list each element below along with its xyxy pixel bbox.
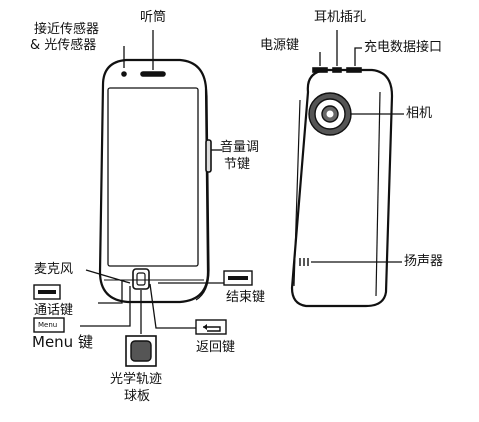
leader-lines <box>80 30 404 334</box>
light-sensor-label: & 光传感器 <box>30 38 97 53</box>
volume-key <box>205 139 212 173</box>
headphone-jack-port <box>332 67 342 73</box>
speaker-label: 扬声器 <box>404 254 444 269</box>
trackball-label-line2: 球板 <box>124 389 151 404</box>
front-phone <box>98 58 212 304</box>
earpiece-slot <box>140 71 166 77</box>
proximity-sensor-label: 接近传感器 <box>34 22 100 37</box>
call-key-icon <box>33 284 61 300</box>
volume-key-label-line1: 音量调 <box>220 140 260 155</box>
call-key-label: 通话键 <box>34 303 74 318</box>
charge-port <box>346 67 362 73</box>
volume-key-label-line2: 节键 <box>224 157 251 172</box>
trackball-detail-icon <box>125 335 157 367</box>
leader-microphone <box>85 269 131 284</box>
back-key-label: 返回键 <box>196 340 236 355</box>
trackball-on-phone <box>132 268 150 290</box>
power-key-label: 电源键 <box>260 38 300 53</box>
front-side-edge <box>195 65 210 301</box>
front-body-outline <box>98 58 210 304</box>
proximity-sensor-dot <box>121 71 127 77</box>
back-phone <box>290 67 394 308</box>
leader-menu-key <box>80 286 131 327</box>
front-screen <box>107 87 199 267</box>
trackball-label-line1: 光学轨迹 <box>110 372 163 387</box>
speaker-grille <box>299 258 309 266</box>
leader-charge <box>354 47 362 66</box>
leader-back-key <box>149 283 196 329</box>
back-key-icon <box>195 319 227 335</box>
camera-lens-core <box>326 110 334 118</box>
microphone-label: 麦克风 <box>34 262 74 277</box>
leader-call-key <box>98 281 123 304</box>
power-key-port <box>312 67 328 73</box>
end-key-label: 结束键 <box>226 290 266 305</box>
headphone-jack-label: 耳机插孔 <box>314 10 367 25</box>
back-side-edge <box>293 99 301 287</box>
menu-key-label: Menu 键 <box>32 333 93 351</box>
trackball-inner-on-phone <box>136 272 146 286</box>
menu-key-icon <box>33 317 65 333</box>
end-key-icon <box>223 270 253 286</box>
menu-icon-text: Menu <box>38 321 58 329</box>
charge-port-label: 充电数据接口 <box>364 40 443 55</box>
earpiece-label: 听筒 <box>140 10 167 25</box>
camera-label: 相机 <box>406 106 433 121</box>
